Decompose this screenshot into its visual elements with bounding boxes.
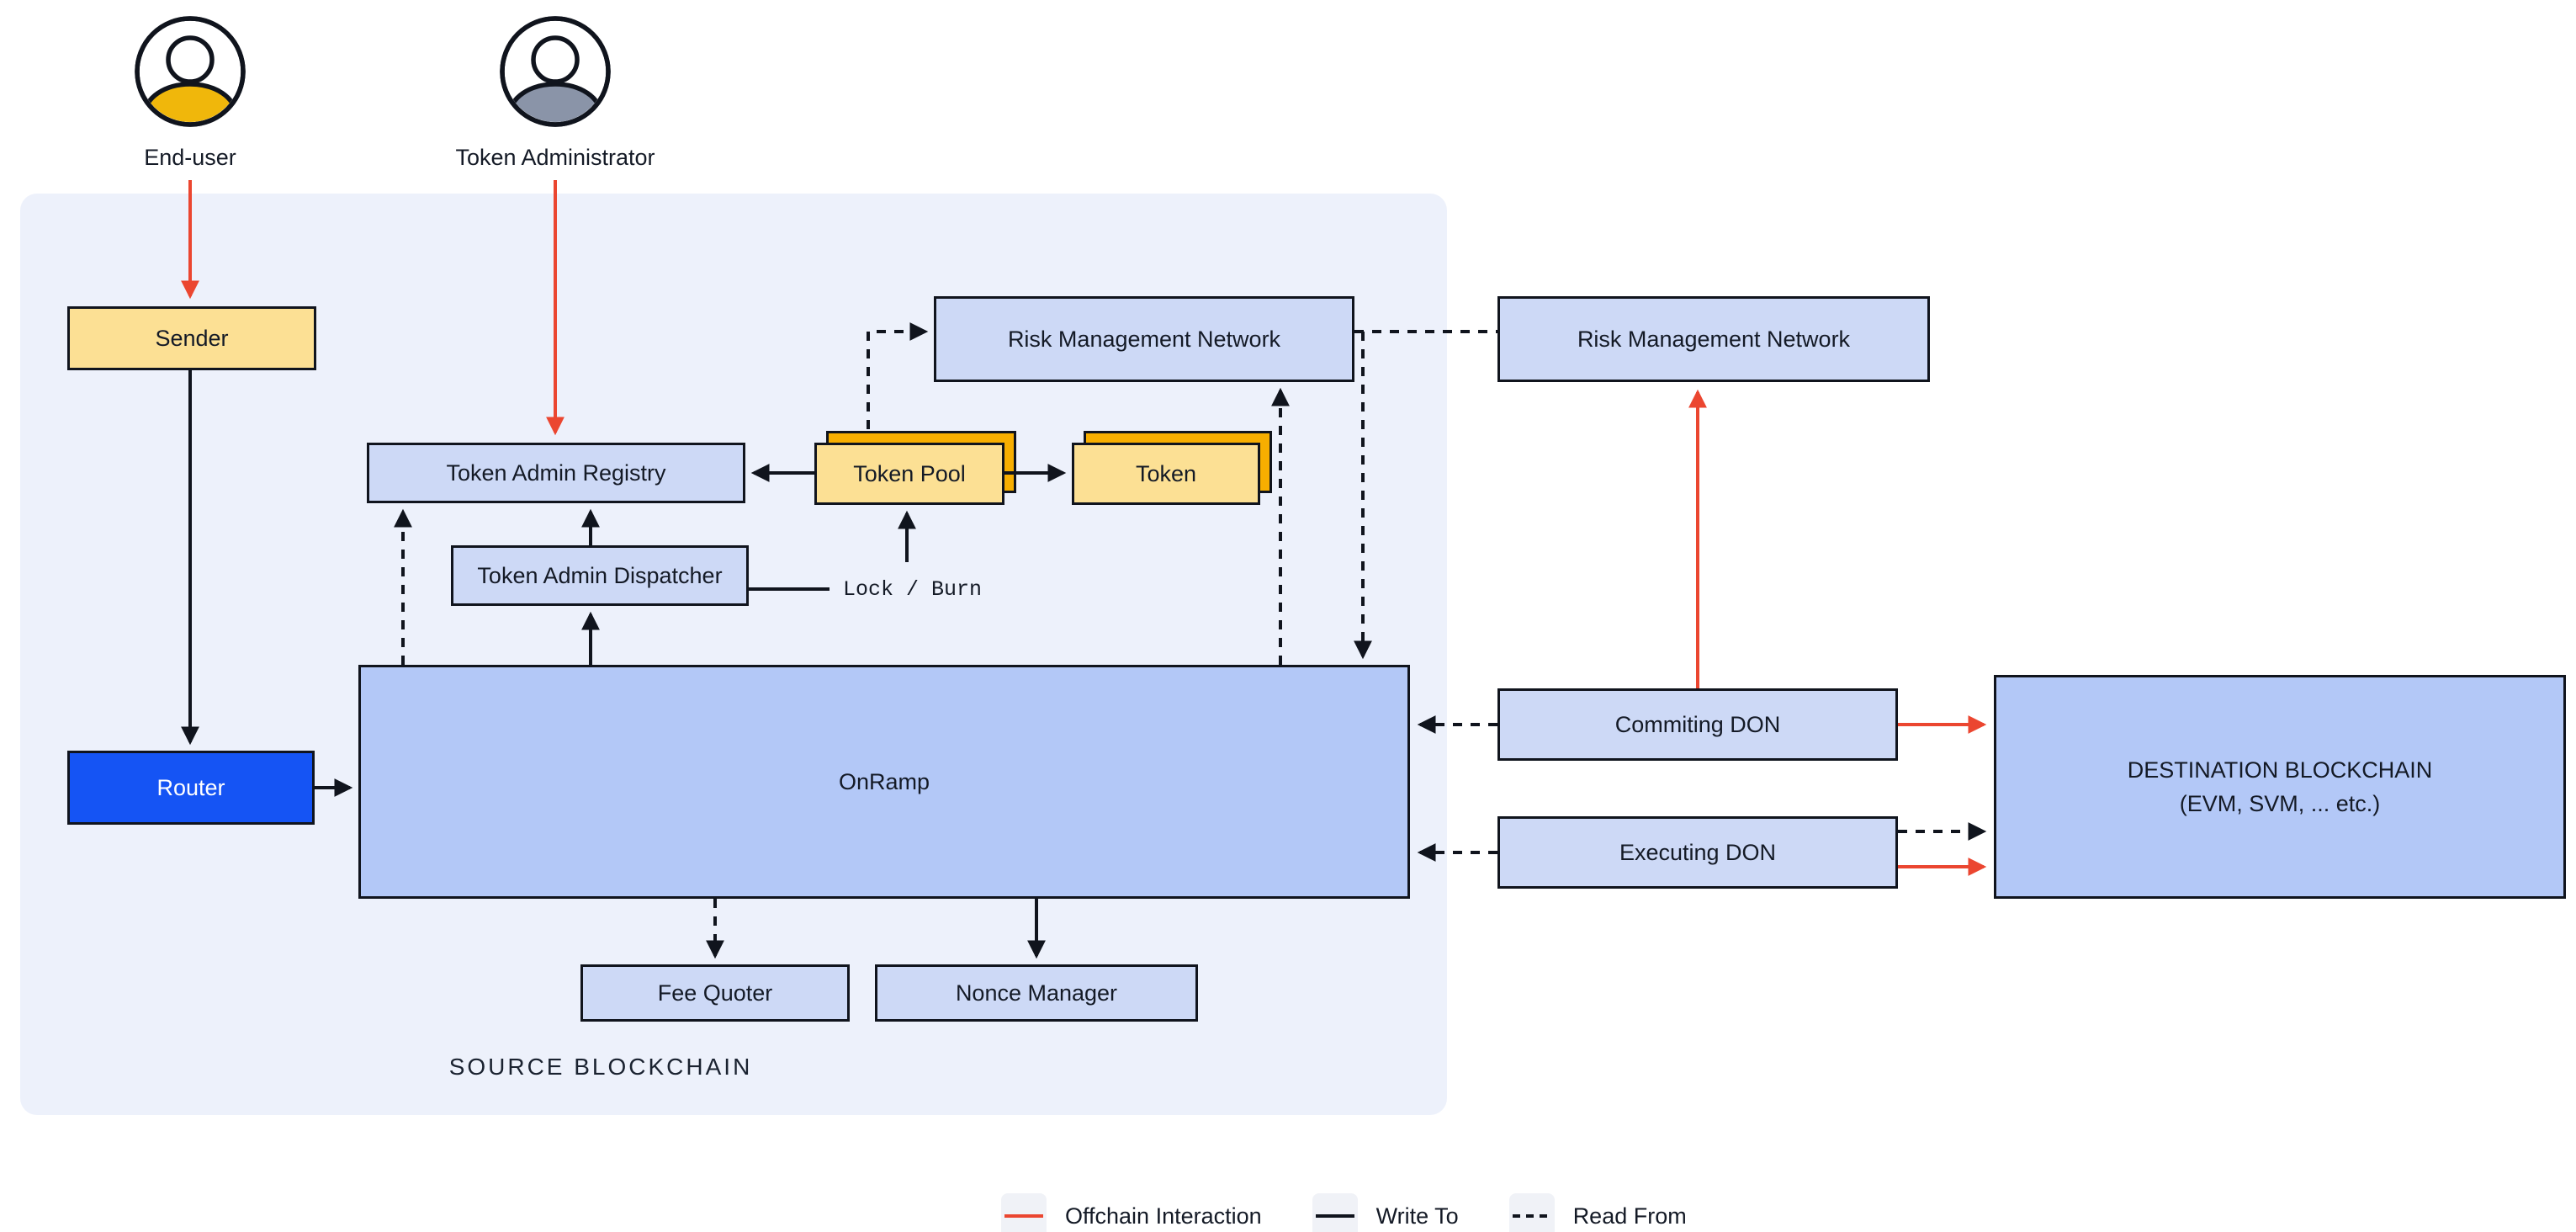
token-box: Token <box>1072 443 1260 505</box>
risk-management-network-source-label: Risk Management Network <box>1007 326 1281 352</box>
legend-write-to-label: Write To <box>1375 1203 1459 1229</box>
legend: Offchain Interaction Write To Read From <box>1001 1193 1687 1232</box>
risk-management-network-offchain-box: Risk Management Network <box>1497 296 1930 382</box>
onramp-label: OnRamp <box>838 768 930 794</box>
nonce-manager-label: Nonce Manager <box>955 980 1118 1006</box>
nonce-manager-box: Nonce Manager <box>875 964 1198 1022</box>
executing-don-label: Executing DON <box>1619 839 1777 865</box>
end-user-label: End-user <box>144 145 236 170</box>
commiting-don-label: Commiting DON <box>1614 711 1781 737</box>
token-administrator-avatar <box>500 16 611 127</box>
commiting-don-box: Commiting DON <box>1497 688 1898 761</box>
legend-read-from-label: Read From <box>1572 1203 1687 1229</box>
legend-item-read-from: Read From <box>1508 1193 1687 1232</box>
token-admin-dispatcher-label: Token Admin Dispatcher <box>477 562 723 588</box>
destination-blockchain-box: DESTINATION BLOCKCHAIN (EVM, SVM, ... et… <box>1994 675 2566 899</box>
end-user-avatar <box>135 16 246 127</box>
legend-offchain-label: Offchain Interaction <box>1065 1203 1262 1229</box>
destination-blockchain-label-line1: DESTINATION BLOCKCHAIN <box>2127 757 2433 783</box>
legend-item-offchain: Offchain Interaction <box>1001 1193 1262 1232</box>
risk-management-network-offchain-label: Risk Management Network <box>1577 326 1851 352</box>
read-from-line-icon <box>1508 1193 1555 1232</box>
token-pool-box: Token Pool <box>814 443 1004 505</box>
write-to-line-icon <box>1312 1193 1358 1232</box>
token-admin-registry-label: Token Admin Registry <box>446 459 666 486</box>
lock-burn-label: Lock / Burn <box>843 577 983 602</box>
onramp-box: OnRamp <box>358 665 1410 899</box>
destination-blockchain-label-line2: (EVM, SVM, ... etc.) <box>2179 791 2381 816</box>
legend-item-write-to: Write To <box>1312 1193 1459 1232</box>
router-box: Router <box>67 751 315 825</box>
router-label: Router <box>156 774 225 800</box>
risk-management-network-source-box: Risk Management Network <box>934 296 1354 382</box>
token-admin-registry-box: Token Admin Registry <box>367 443 745 503</box>
token-admin-dispatcher-box: Token Admin Dispatcher <box>451 545 749 606</box>
sender-label: Sender <box>155 325 229 351</box>
fee-quoter-label: Fee Quoter <box>657 980 773 1006</box>
fee-quoter-box: Fee Quoter <box>580 964 850 1022</box>
token-label: Token <box>1135 460 1197 486</box>
executing-don-box: Executing DON <box>1497 816 1898 889</box>
token-administrator-label: Token Administrator <box>455 145 655 170</box>
token-administrator-head <box>531 35 580 84</box>
offchain-line-icon <box>1001 1193 1047 1232</box>
source-blockchain-label: SOURCE BLOCKCHAIN <box>448 1054 753 1080</box>
token-pool-label: Token Pool <box>853 460 966 486</box>
sender-box: Sender <box>67 306 316 370</box>
end-user-head <box>166 35 215 84</box>
